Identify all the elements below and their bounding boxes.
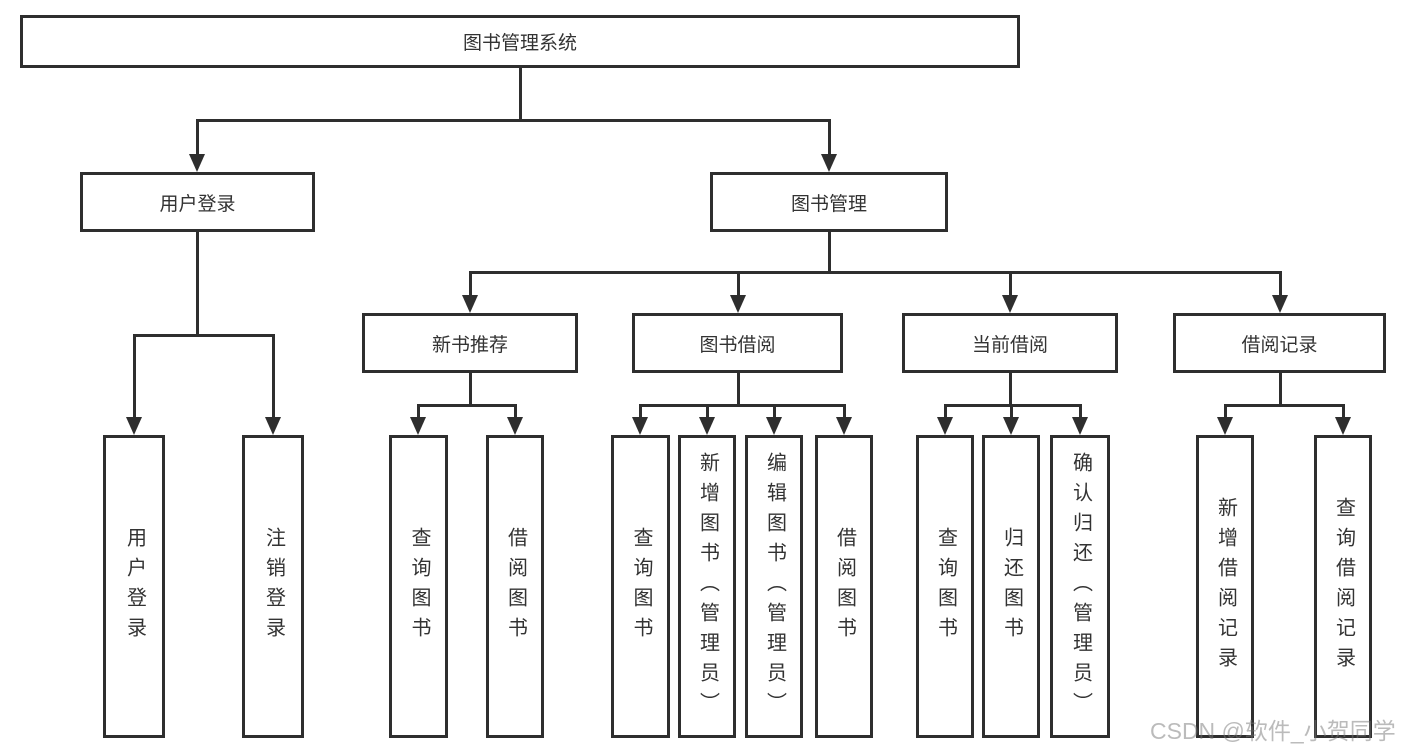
arrow-down-icon [821, 154, 837, 172]
connector-line [842, 404, 846, 420]
leaf-edit-book-admin: 编辑图书（管理员） [745, 435, 803, 738]
node-root: 图书管理系统 [20, 15, 1020, 68]
leaf-borrow-books-borrowing: 借阅图书 [815, 435, 873, 738]
arrow-down-icon [1272, 295, 1288, 313]
connector-line [513, 404, 517, 420]
node-book-borrowing: 图书借阅 [632, 313, 843, 373]
leaf-add-borrow-record: 新增借阅记录 [1196, 435, 1254, 738]
connector-line [1278, 271, 1282, 299]
arrow-down-icon [766, 417, 782, 435]
node-label: 编辑图书（管理员） [763, 451, 786, 722]
node-label: 新增图书（管理员） [696, 451, 719, 722]
connector-line [417, 404, 420, 420]
connector-line [1009, 404, 1013, 420]
connector-line [518, 68, 522, 122]
node-label: 确认归还（管理员） [1069, 451, 1092, 722]
connector-line [132, 334, 136, 421]
connector-line [1341, 404, 1345, 420]
arrow-down-icon [462, 295, 478, 313]
leaf-logout: 注销登录 [242, 435, 304, 738]
connector-line [1008, 271, 1012, 299]
connector-line [132, 334, 275, 337]
arrow-down-icon [730, 295, 746, 313]
connector-line [195, 232, 199, 337]
leaf-add-book-admin: 新增图书（管理员） [678, 435, 736, 738]
arrow-down-icon [836, 417, 852, 435]
leaf-confirm-return-admin: 确认归还（管理员） [1050, 435, 1110, 738]
connector-line [1223, 404, 1345, 407]
node-current-borrowing: 当前借阅 [902, 313, 1118, 373]
node-label: 图书借阅 [699, 334, 776, 356]
connector-line [943, 404, 1082, 407]
arrow-down-icon [1217, 417, 1233, 435]
arrow-down-icon [265, 417, 281, 435]
node-label: 用户登录 [159, 193, 236, 215]
node-label: 查询图书 [408, 526, 430, 647]
arrow-down-icon [632, 417, 648, 435]
connector-line [827, 232, 831, 274]
leaf-query-books-borrowing: 查询图书 [611, 435, 670, 738]
node-label: 归还图书 [1000, 526, 1023, 647]
node-label: 注销登录 [262, 526, 285, 647]
connector-line [638, 404, 846, 407]
arrow-down-icon [189, 154, 205, 172]
node-new-book-recommend: 新书推荐 [362, 313, 578, 373]
arrow-down-icon [1072, 417, 1088, 435]
leaf-user-login: 用户登录 [103, 435, 165, 738]
node-label: 当前借阅 [971, 334, 1048, 356]
connector-line [1008, 373, 1012, 406]
connector-line [638, 404, 642, 420]
connector-line [1278, 373, 1282, 406]
arrow-down-icon [699, 417, 715, 435]
watermark: CSDN @软件_小贺同学 [1150, 718, 1396, 744]
node-label: 查询借阅记录 [1332, 496, 1355, 677]
connector-line [417, 404, 516, 407]
node-label: 新增借阅记录 [1214, 496, 1237, 677]
arrow-down-icon [1003, 417, 1019, 435]
arrow-down-icon [1335, 417, 1351, 435]
node-label: 查询图书 [630, 526, 652, 647]
connector-line [195, 119, 831, 122]
leaf-borrow-books-recommend: 借阅图书 [486, 435, 544, 738]
leaf-query-books-recommend: 查询图书 [389, 435, 448, 738]
node-label: 用户登录 [123, 526, 146, 647]
connector-line [705, 404, 709, 420]
connector-line [772, 404, 776, 420]
connector-line [468, 271, 1282, 274]
arrow-down-icon [410, 417, 426, 435]
connector-line [943, 404, 947, 420]
connector-line [468, 373, 472, 406]
connector-line [736, 271, 740, 299]
node-label: 图书管理系统 [462, 33, 577, 54]
connector-line [271, 334, 275, 421]
leaf-query-books-current: 查询图书 [916, 435, 974, 738]
node-label: 借阅记录 [1241, 334, 1318, 356]
connector-line [195, 119, 199, 158]
arrow-down-icon [126, 417, 142, 435]
node-borrowing-records: 借阅记录 [1173, 313, 1386, 373]
leaf-query-borrow-record: 查询借阅记录 [1314, 435, 1372, 738]
leaf-return-books: 归还图书 [982, 435, 1040, 738]
arrow-down-icon [1002, 295, 1018, 313]
arrow-down-icon [507, 417, 523, 435]
node-label: 图书管理 [790, 193, 867, 215]
node-label: 借阅图书 [504, 526, 527, 647]
arrow-down-icon [937, 417, 953, 435]
node-label: 借阅图书 [833, 526, 856, 647]
connector-line [736, 373, 740, 406]
node-user-login-group: 用户登录 [80, 172, 315, 232]
node-book-management: 图书管理 [710, 172, 948, 232]
node-label: 新书推荐 [431, 334, 508, 356]
connector-line [1223, 404, 1227, 420]
connector-line [1078, 404, 1082, 420]
connector-line [827, 119, 831, 158]
node-label: 查询图书 [934, 526, 957, 647]
connector-line [468, 271, 472, 299]
